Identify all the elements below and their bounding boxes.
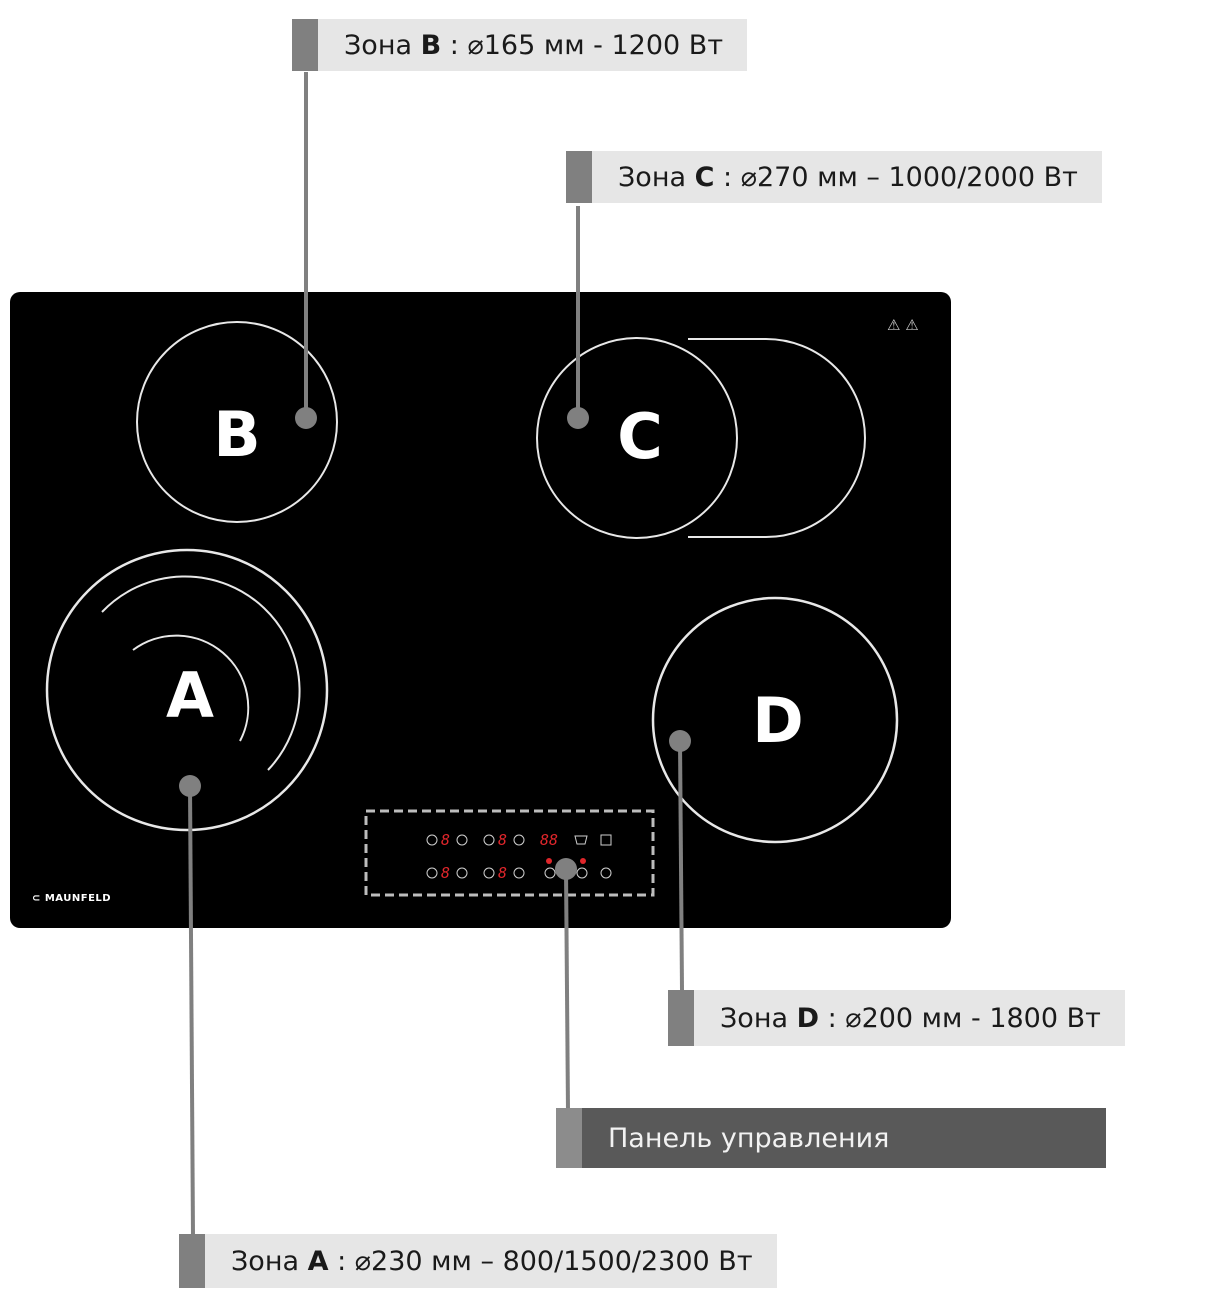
label-tab: [668, 990, 694, 1046]
leader-lines: [188, 72, 684, 1237]
zone-a-outer-ring: [45, 548, 329, 832]
pot-icon[interactable]: [574, 835, 588, 845]
zone-display: 8: [441, 831, 450, 849]
zone-b: B: [136, 321, 338, 523]
zone-d-letter: D: [752, 684, 803, 757]
zone-b-label: Зона B : ⌀165 мм - 1200 Вт: [292, 19, 748, 71]
zone-a: A: [45, 548, 329, 832]
zone-d-label-text: Зона D : ⌀200 мм - 1800 Вт: [720, 1002, 1101, 1034]
label-tab: [556, 1108, 582, 1168]
zone-a-letter: A: [166, 659, 214, 732]
leader-line-d: [678, 740, 684, 991]
marker-dots: [179, 407, 691, 880]
zone-a-label: Зона A : ⌀230 мм – 800/1500/2300 Вт: [179, 1234, 777, 1288]
marker-dot-a: [179, 775, 201, 797]
leader-line-a: [188, 785, 195, 1237]
minus-icon[interactable]: [483, 834, 495, 846]
label-tab: [566, 151, 592, 203]
zone-b-label-text: Зона B : ⌀165 мм - 1200 Вт: [344, 29, 724, 61]
zone-d-ring: [651, 596, 899, 844]
timer-plus-icon[interactable]: [576, 867, 588, 879]
minus-icon[interactable]: [483, 867, 495, 879]
timer-icon[interactable]: [544, 867, 556, 879]
cooktop-surface: [10, 292, 951, 928]
plus-icon[interactable]: [513, 834, 525, 846]
warning-icons: ⚠ ⚠: [887, 316, 919, 334]
control-panel-label-text: Панель управления: [608, 1122, 890, 1154]
zone-d: D: [651, 596, 899, 844]
marker-dot-c: [567, 407, 589, 429]
marker-dot-d: [669, 730, 691, 752]
zone-a-middle-ring: [101, 575, 301, 771]
indicator-dot: [546, 858, 552, 864]
plus-icon[interactable]: [456, 834, 468, 846]
leader-line-panel: [564, 868, 570, 1113]
zone-c-letter: C: [617, 400, 663, 473]
plus-icon[interactable]: [513, 867, 525, 879]
power-icon[interactable]: [600, 867, 612, 879]
control-panel: 8 8 8 8 88: [364, 809, 655, 897]
control-panel-label: Панель управления: [556, 1108, 1106, 1168]
control-panel-outline: [364, 809, 655, 897]
zone-display: 8: [498, 831, 507, 849]
indicator-dot: [580, 858, 586, 864]
zone-b-letter: B: [213, 398, 260, 471]
zone-a-inner-ring: [132, 634, 250, 742]
zone-a-label-text: Зона A : ⌀230 мм – 800/1500/2300 Вт: [231, 1245, 753, 1277]
zone-d-label: Зона D : ⌀200 мм - 1800 Вт: [668, 990, 1125, 1046]
timer-display: 88: [540, 831, 558, 849]
marker-dot-panel: [555, 858, 577, 880]
zone-c-inner-ring: [536, 337, 738, 539]
minus-icon[interactable]: [426, 867, 438, 879]
plus-icon[interactable]: [456, 867, 468, 879]
label-tab: [179, 1234, 205, 1288]
minus-icon[interactable]: [426, 834, 438, 846]
marker-dot-b: [295, 407, 317, 429]
zone-c-label-text: Зона C : ⌀270 мм – 1000/2000 Вт: [618, 161, 1078, 193]
zone-c-extension-ring: [688, 338, 866, 538]
zone-display: 8: [498, 864, 507, 882]
zone-c: C: [536, 337, 866, 539]
zone-c-label: Зона C : ⌀270 мм – 1000/2000 Вт: [566, 151, 1102, 203]
brand-logo: ⊂ MAUNFELD: [32, 893, 112, 904]
lock-icon[interactable]: [600, 834, 612, 846]
zone-display: 8: [441, 864, 450, 882]
label-tab: [292, 19, 318, 71]
zone-b-ring: [136, 321, 338, 523]
